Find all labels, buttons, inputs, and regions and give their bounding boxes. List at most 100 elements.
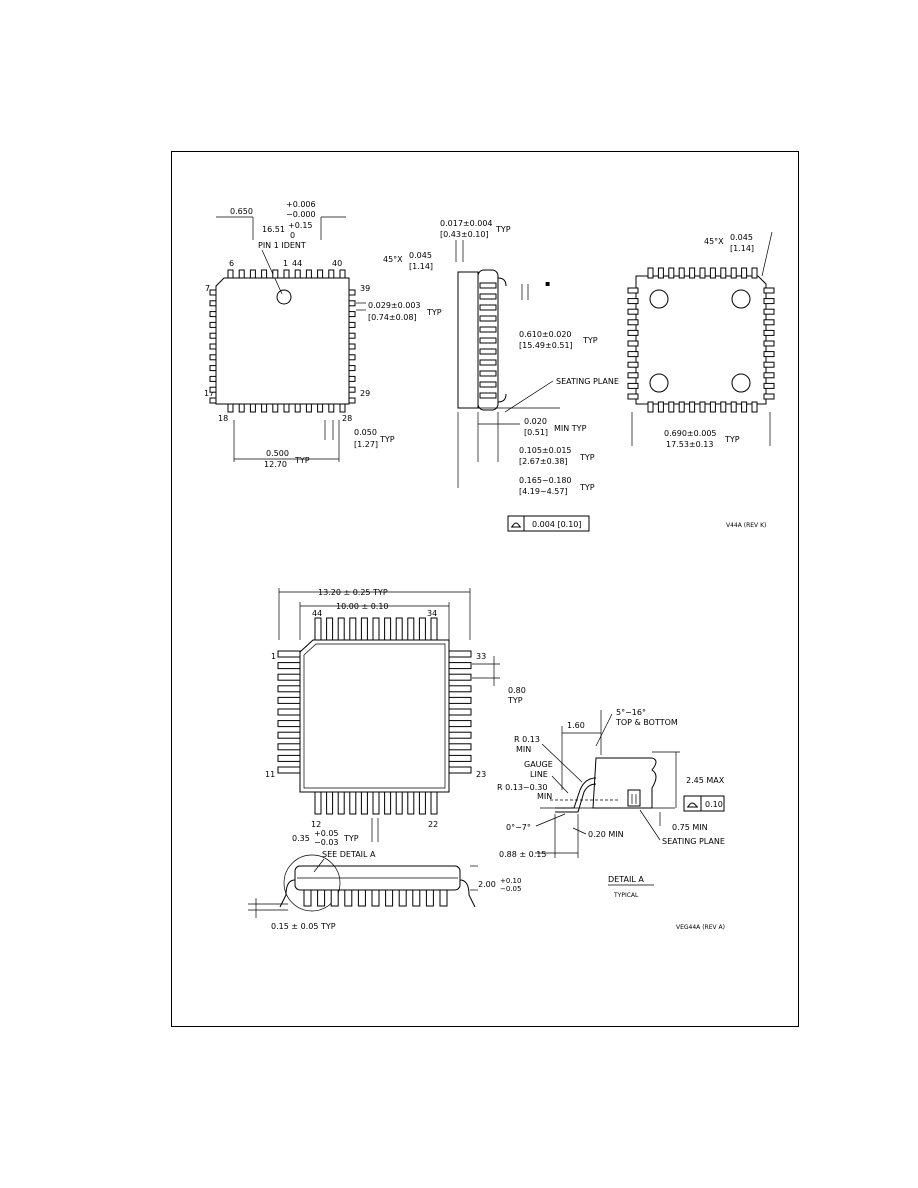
detail-r2-min: MIN	[537, 792, 552, 801]
plcc-body-h: 0.105±0.015	[519, 446, 572, 455]
plcc-body-h-typ: TYP	[579, 453, 595, 462]
lqfp-lead	[372, 791, 380, 815]
plcc-bottom-lead	[730, 267, 737, 279]
plcc-standoff-typ: MIN TYP	[554, 424, 587, 433]
plcc-coplanarity-box: 0.004 [0.10]	[507, 515, 590, 532]
plcc-lead	[272, 269, 279, 279]
lqfp-lead	[448, 754, 472, 762]
plcc-bottom-lead	[689, 267, 696, 279]
lqfp-lead	[418, 791, 426, 815]
plcc-lead	[249, 269, 256, 279]
plcc-lead	[283, 403, 290, 413]
lqfp-lead	[395, 791, 403, 815]
lqfp-side-lead	[344, 889, 353, 907]
lqfp-lead	[448, 650, 472, 658]
plcc-bottom-lead	[720, 267, 727, 279]
plcc-bottom-lead	[627, 372, 639, 379]
plcc-bottom-lead	[709, 267, 716, 279]
plcc-lead	[317, 269, 324, 279]
detail-gauge-line: LINE	[530, 770, 548, 779]
plcc-bottom-lead	[720, 401, 727, 413]
detail-coplanarity: 0.10	[705, 800, 723, 809]
plcc-side-chamfer-mm: [1.14]	[409, 262, 433, 271]
plcc-lead-thk-typ: TYP	[495, 225, 511, 234]
plcc-bottom-lead	[627, 329, 639, 336]
lqfp-lead	[277, 766, 301, 774]
plcc-side-lead	[479, 337, 497, 344]
plcc-bottom-lead	[763, 372, 775, 379]
lqfp-side-lead	[357, 889, 366, 907]
plcc-side-lead	[479, 348, 497, 355]
plcc-lead	[317, 403, 324, 413]
plcc-lead	[227, 269, 234, 279]
plcc-side-lead	[479, 315, 497, 322]
lqfp-lead	[360, 791, 368, 815]
lqfp-lead	[277, 720, 301, 728]
plcc-lead	[209, 397, 217, 404]
plcc-lead	[209, 386, 217, 393]
lqfp-lead	[448, 766, 472, 774]
plcc-bottom-lead	[678, 267, 685, 279]
lqfp-lead	[395, 617, 403, 641]
plcc-bottom-lead	[741, 401, 748, 413]
plcc-width-mm-minus: 0	[290, 231, 295, 240]
detail-r1-min: MIN	[516, 745, 531, 754]
plcc-lead	[348, 386, 356, 393]
plcc-lead	[227, 403, 234, 413]
plcc-pin-6: 6	[229, 259, 234, 268]
lqfp-pin-44: 44	[312, 609, 322, 618]
plcc-width-tol-plus: +0.006	[286, 200, 316, 209]
plcc-bottom-lead	[657, 401, 664, 413]
plcc-lead	[294, 403, 301, 413]
plcc-bottom-lead	[709, 401, 716, 413]
lqfp-lead	[448, 743, 472, 751]
lqfp-lead	[277, 673, 301, 681]
plcc-lead	[209, 375, 217, 382]
detail-gauge: GAUGE	[524, 760, 553, 769]
lqfp-pitch: 0.80	[508, 686, 526, 695]
plcc-bottom-lead	[627, 298, 639, 305]
plcc-pin-39: 39	[360, 284, 370, 293]
plcc-lead	[294, 269, 301, 279]
lqfp-lead	[407, 791, 415, 815]
lqfp-pin-22: 22	[428, 820, 438, 829]
plcc-lead	[261, 269, 268, 279]
lqfp-lead	[448, 673, 472, 681]
plcc-side-lead	[479, 282, 497, 289]
lqfp-lead	[314, 617, 322, 641]
plcc-bottom-span-mm: 17.53±0.13	[666, 440, 713, 449]
lqfp-lead	[430, 617, 438, 641]
lqfp-lead	[277, 743, 301, 751]
lqfp-side-lead	[425, 889, 434, 907]
plcc-lead	[209, 321, 217, 328]
lqfp-lead	[448, 696, 472, 704]
pin1-ident-label: PIN 1 IDENT	[258, 241, 306, 250]
plcc-pitch-mm: [1.27]	[354, 440, 378, 449]
lqfp-lead	[277, 662, 301, 670]
lqfp-lead	[430, 791, 438, 815]
lqfp-lead-w-typ: TYP	[343, 834, 359, 843]
lqfp-side-lead	[385, 889, 394, 907]
plcc-bottom-span-typ: TYP	[724, 435, 740, 444]
lqfp-lead	[448, 731, 472, 739]
lqfp-pitch-typ: TYP	[507, 696, 523, 705]
detail-r2: R 0.13−0.30	[497, 783, 547, 792]
plcc-lead	[283, 269, 290, 279]
plcc-bottom-lead	[647, 267, 654, 279]
plcc-lead	[348, 397, 356, 404]
lqfp-height: 2.00	[478, 880, 496, 889]
plcc-standoff: 0.020	[524, 417, 547, 426]
plcc-coplanarity: 0.004 [0.10]	[532, 520, 582, 529]
lqfp-side-lead	[439, 889, 448, 907]
plcc-drawing-ref: V44A (REV K)	[726, 522, 766, 529]
plcc-lead	[238, 403, 245, 413]
plcc-lead	[209, 332, 217, 339]
detail-title: DETAIL A	[608, 875, 644, 884]
lqfp-lead	[349, 791, 357, 815]
plcc-bottom-lead	[699, 267, 706, 279]
plcc-side-lead	[479, 326, 497, 333]
plcc-top-view: 0.650 +0.006 −0.000 16.51 +0.15 0 PIN 1 …	[204, 200, 442, 469]
plcc-side-lead	[479, 304, 497, 311]
plcc-bottom-lead	[627, 319, 639, 326]
lqfp-lead-w-minus: −0.03	[314, 838, 339, 847]
